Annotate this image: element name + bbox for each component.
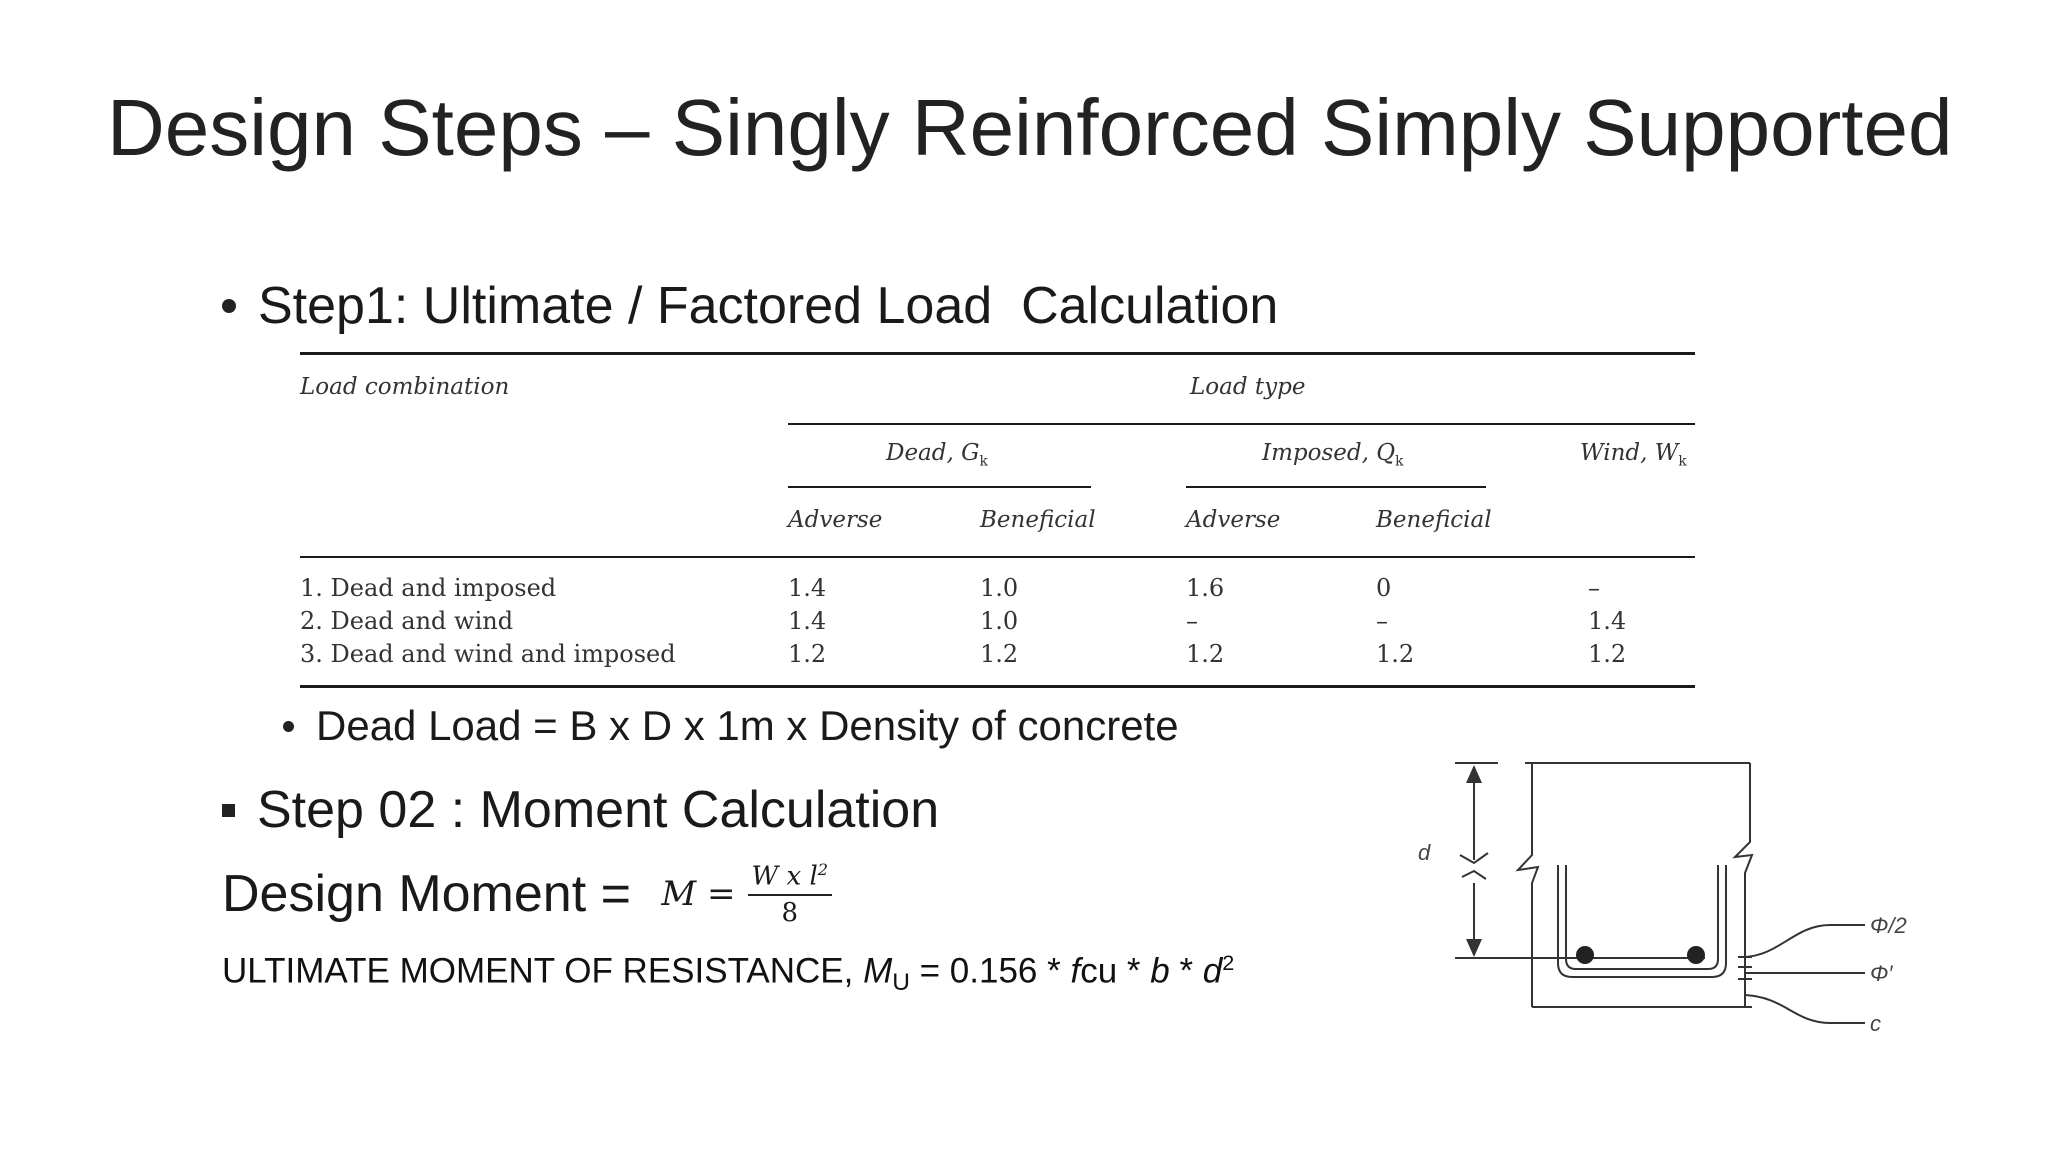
header-bottom-rule — [300, 556, 1695, 558]
ultimate-moment-text: ULTIMATE MOMENT OF RESISTANCE, MU = 0.15… — [222, 950, 1235, 996]
link-inner — [1565, 865, 1719, 970]
link-outer — [1557, 865, 1727, 978]
label-d: d — [1418, 840, 1431, 865]
header-dead-beneficial: Beneficial — [980, 507, 1096, 533]
row-2-dead-beneficial: 1.0 — [980, 607, 1019, 635]
step2-label: Step 02 : Moment Calculation — [257, 781, 940, 839]
row-3-imposed-beneficial: 1.2 — [1376, 640, 1415, 668]
dim-d-break — [1459, 852, 1489, 865]
header-imposed-beneficial: Beneficial — [1376, 507, 1492, 533]
load-type-rule — [788, 423, 1695, 425]
row-2-dead-adverse: 1.4 — [788, 607, 827, 635]
row-1-dead-beneficial: 1.0 — [980, 574, 1019, 602]
beam-section-svg: d Φ/2 Φ′ c — [1418, 762, 1907, 1036]
label-phi-prime: Φ′ — [1870, 961, 1893, 986]
row-3-dead-beneficial: 1.2 — [980, 640, 1019, 668]
step2-bullet: Step 02 : Moment Calculation — [222, 780, 939, 840]
table-top-rule — [300, 352, 1695, 355]
bullet-dot-icon — [283, 720, 294, 732]
formula-denominator: 8 — [781, 897, 799, 928]
row-2-label: 2. Dead and wind — [300, 607, 514, 635]
dead-load-text: Dead Load = B x D x 1m x Density of conc… — [316, 702, 1179, 749]
header-wind: Wind, Wk — [1580, 440, 1687, 470]
design-moment-label: Design Moment = — [222, 864, 646, 923]
beam-section-diagram: d Φ/2 Φ′ c — [1400, 745, 1960, 1045]
bullet-square-icon — [222, 803, 235, 817]
beam-left-side — [1515, 763, 1540, 1007]
row-1-dead-adverse: 1.4 — [788, 574, 827, 602]
table-bottom-rule — [300, 685, 1695, 688]
row-1-imposed-adverse: 1.6 — [1186, 574, 1225, 602]
imposed-rule — [1186, 486, 1486, 488]
row-3-label: 3. Dead and wind and imposed — [300, 640, 676, 668]
step1-label: Step1: Ultimate / Factored Load Calculat… — [258, 277, 1279, 335]
bullet-dot-icon — [222, 299, 236, 313]
rebar-right — [1687, 946, 1705, 964]
header-dead: Dead, Gk — [886, 440, 988, 470]
row-1-wind: – — [1588, 574, 1600, 602]
dead-rule — [788, 486, 1091, 488]
design-moment-formula: M = W x l2 8 — [661, 860, 833, 928]
slide-title: Design Steps – Singly Reinforced Simply … — [107, 83, 1953, 172]
header-load-type: Load type — [1190, 374, 1306, 400]
formula-lhs: M = — [661, 873, 736, 914]
dim-arrow-top — [1466, 765, 1482, 783]
header-dead-adverse: Adverse — [788, 507, 883, 533]
row-1-label: 1. Dead and imposed — [300, 574, 557, 602]
row-1-imposed-beneficial: 0 — [1376, 574, 1392, 602]
ultimate-moment-line: ULTIMATE MOMENT OF RESISTANCE, MU = 0.15… — [222, 950, 1234, 997]
label-c: c — [1870, 1011, 1881, 1036]
header-load-combination: Load combination — [300, 374, 510, 400]
row-3-wind: 1.2 — [1588, 640, 1627, 668]
header-imposed: Imposed, Qk — [1262, 440, 1404, 470]
label-phi-half: Φ/2 — [1870, 913, 1907, 938]
load-factor-table: Load combination Load type Dead, Gk Impo… — [300, 352, 1695, 692]
step1-bullet: Step1: Ultimate / Factored Load Calculat… — [222, 276, 1278, 336]
row-2-imposed-adverse: – — [1186, 607, 1198, 635]
formula-numerator: W x l2 — [747, 860, 833, 896]
leader-c — [1744, 994, 1865, 1024]
row-2-wind: 1.4 — [1588, 607, 1627, 635]
dead-load-bullet: Dead Load = B x D x 1m x Density of conc… — [283, 702, 1179, 750]
dim-arrow-bottom — [1466, 939, 1482, 957]
leader-phi-half — [1744, 924, 1865, 958]
row-3-dead-adverse: 1.2 — [788, 640, 827, 668]
header-imposed-adverse: Adverse — [1186, 507, 1281, 533]
row-2-imposed-beneficial: – — [1376, 607, 1388, 635]
design-moment-line: Design Moment = M = W x l2 8 — [222, 860, 833, 928]
row-3-imposed-adverse: 1.2 — [1186, 640, 1225, 668]
formula-fraction: W x l2 8 — [747, 860, 833, 928]
beam-right-side — [1732, 763, 1754, 1007]
rebar-left — [1576, 946, 1594, 964]
